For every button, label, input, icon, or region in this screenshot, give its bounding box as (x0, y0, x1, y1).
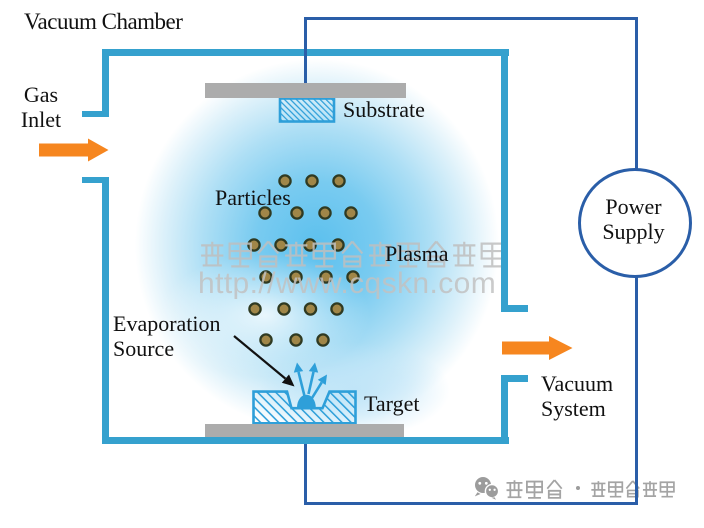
svg-text:http://www.cqskn.com: http://www.cqskn.com (198, 267, 496, 300)
